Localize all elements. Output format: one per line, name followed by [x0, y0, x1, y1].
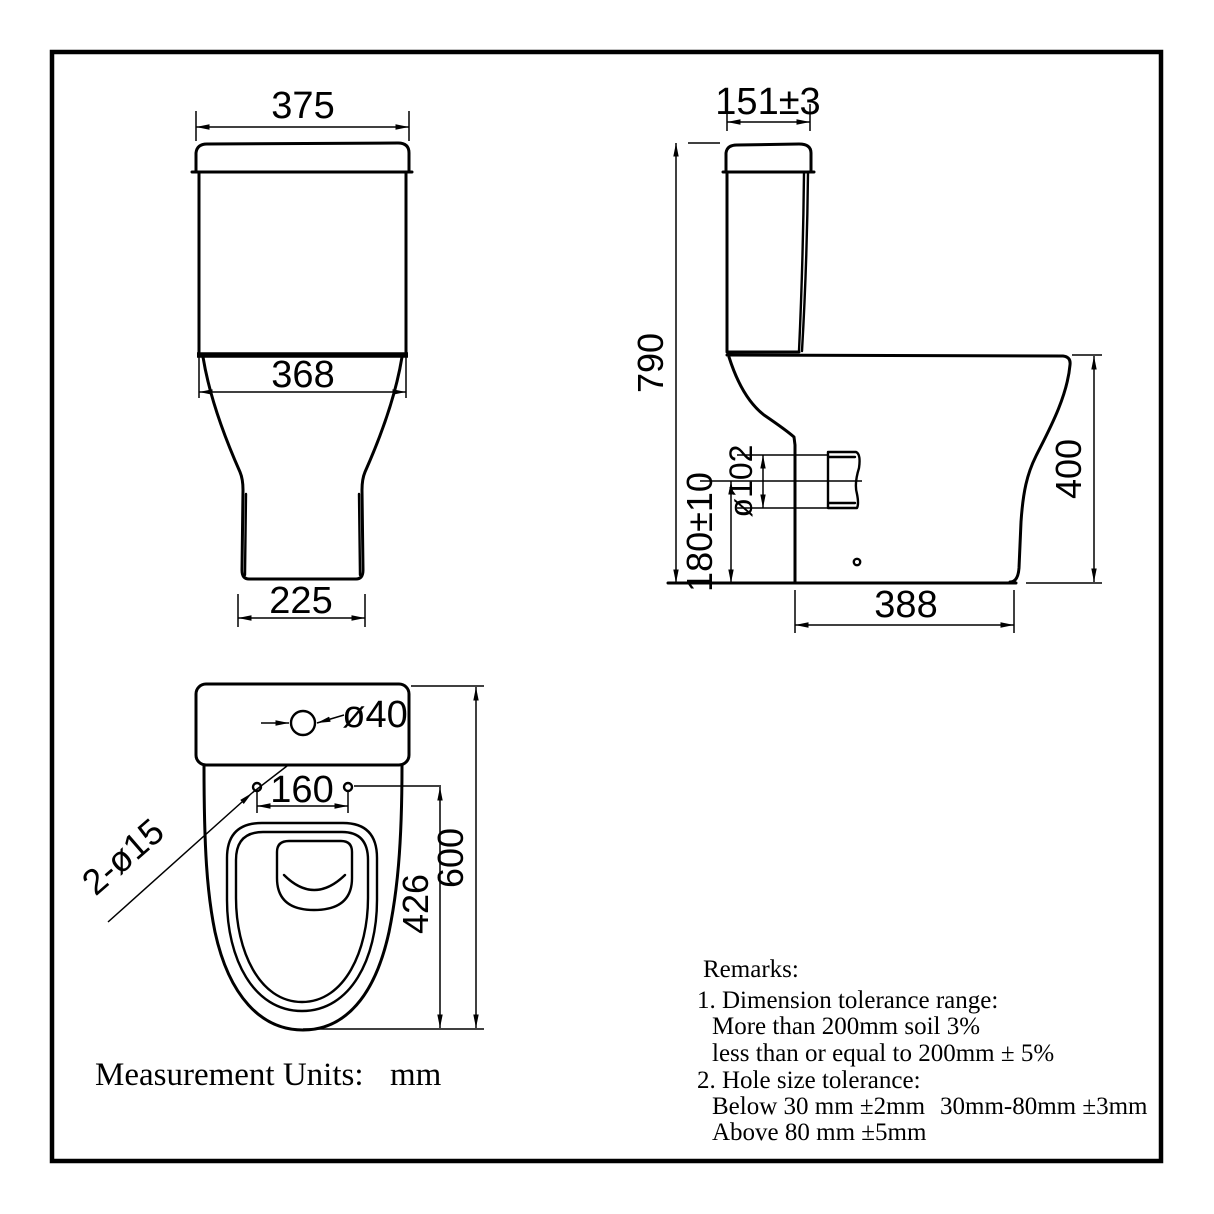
dim-base-depth: 388: [874, 584, 937, 626]
top-bowl-outer-path: [202, 763, 404, 1032]
side-view: 151±3 790 ø102 180±10 400 388: [630, 81, 1102, 633]
top-seat-ring-inner: [234, 830, 370, 1004]
remarks-item-1b: less than or equal to 200mm ± 5%: [712, 1040, 1054, 1067]
remarks-item-1: 1. Dimension tolerance range:: [697, 987, 998, 1014]
top-button-hole: [289, 709, 317, 737]
front-pedestal-inner-lines: [243, 492, 362, 577]
dim-rim-height: 400: [1048, 439, 1089, 499]
dim-outlet-height: 180±10: [679, 472, 720, 592]
leader-button-hole-right: [316, 714, 345, 724]
front-cistern-lid-path: [194, 141, 411, 173]
dim-hole-spacing: 160: [270, 769, 333, 811]
drawing-border: [49, 49, 1164, 1164]
dim-overall-height: 790: [630, 333, 671, 393]
side-rim-front-profile: [725, 353, 1072, 584]
front-tank-sides: [197, 170, 408, 354]
dim-base-width: 225: [269, 580, 332, 622]
remarks-item-1a: More than 200mm soil 3%: [712, 1013, 980, 1040]
remarks-item-2c: Above 80 mm ±5mm: [712, 1119, 927, 1146]
top-seat-ring-outer: [225, 821, 379, 1013]
dim-cistern-depth: 151±3: [715, 81, 820, 123]
top-trapway-inner-arc: [282, 873, 347, 892]
dim-outlet-diameter: ø102: [723, 445, 759, 518]
dim-bowl-top-width: 368: [271, 354, 334, 396]
remarks-title: Remarks:: [703, 956, 799, 983]
leader-fixing-holes-tail: [251, 765, 288, 794]
front-view: 375 368 225: [190, 85, 414, 627]
units-value: mm: [390, 1057, 442, 1093]
side-view-outline: [666, 142, 1072, 585]
units-label: Measurement Units:: [95, 1057, 364, 1093]
remarks-item-2a: Below 30 mm ±2mm: [712, 1093, 926, 1120]
remarks-block: Remarks: 1. Dimension tolerance range: M…: [697, 956, 1148, 1146]
front-bowl-pedestal-path: [201, 355, 404, 581]
side-fixing-hole: [852, 557, 862, 567]
dim-button-hole: ø40: [342, 694, 407, 736]
side-view-dimensions: 151±3 790 ø102 180±10 400 388: [630, 81, 1102, 633]
side-cistern-lid-path: [724, 142, 813, 173]
dim-cistern-width: 375: [271, 85, 334, 127]
top-cistern-rect: [194, 682, 411, 767]
front-view-dimensions: 375 368 225: [195, 85, 410, 627]
side-pedestal-back-profile: [727, 355, 797, 584]
side-tank-back-profile: [797, 171, 810, 353]
leader-fixing-holes: [107, 792, 253, 923]
side-tank-left-bottom: [725, 170, 801, 354]
dim-overall-depth: 600: [430, 828, 471, 888]
top-view-outline: [194, 682, 411, 1032]
front-view-outline: [190, 141, 414, 581]
top-trapway-outer: [275, 839, 354, 912]
remarks-item-2b: 30mm-80mm ±3mm: [940, 1093, 1148, 1120]
dim-holes-to-front: 426: [395, 874, 436, 934]
remarks-item-2: 2. Hole size tolerance:: [697, 1067, 921, 1094]
side-outlet-path: [826, 450, 861, 510]
